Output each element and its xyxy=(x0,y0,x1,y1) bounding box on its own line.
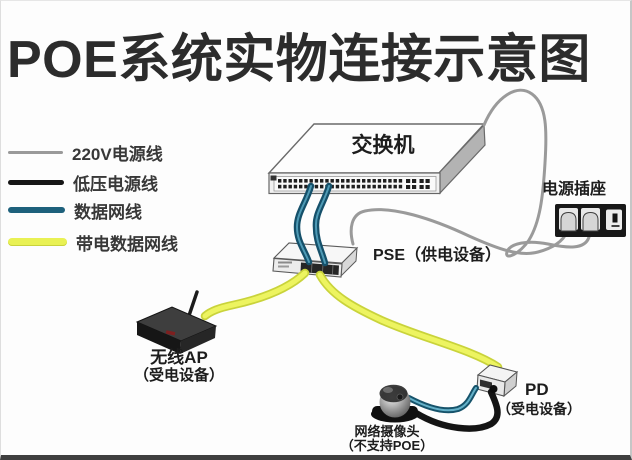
switch-device xyxy=(267,123,486,195)
pd-port xyxy=(480,379,492,389)
camera-lens-icon xyxy=(396,393,404,401)
plug-left xyxy=(560,211,577,232)
legend-label: 低压电源线 xyxy=(73,174,158,194)
ap-logo xyxy=(165,330,176,336)
pd-sublabel: （受电设备） xyxy=(497,401,581,417)
pse-device xyxy=(272,242,359,278)
wireless-ap-sublabel: （受电设备） xyxy=(133,367,224,384)
wireless-ap-device xyxy=(135,290,218,354)
power-socket xyxy=(555,204,626,237)
plug-right xyxy=(582,211,599,232)
pse-label: PSE（供电设备） xyxy=(373,247,502,264)
legend-item-powered-data-cable: 带电数据网线 xyxy=(8,231,178,254)
legend-item-data-cable: 数据网线 xyxy=(8,199,142,222)
cable-powered-data-pse-to-pd xyxy=(315,270,503,372)
switch-label: 交换机 xyxy=(351,134,415,157)
pd-device xyxy=(476,364,519,398)
legend-line-220v-power xyxy=(8,150,63,154)
cable-220v-switch-to-socket xyxy=(482,88,592,258)
page-title: POE系统实物连接示意图 xyxy=(7,31,591,89)
wireless-ap-label: 无线AP xyxy=(150,348,208,367)
power-socket-label: 电源插座 xyxy=(542,181,607,198)
pse-brand-text xyxy=(278,261,292,264)
camera-sublabel: （不支持POE） xyxy=(340,438,434,453)
pd-label: PD xyxy=(525,380,549,399)
camera-device xyxy=(371,384,419,423)
legend-label: 带电数据网线 xyxy=(76,234,178,254)
camera-dome xyxy=(379,384,408,403)
legend-label: 数据网线 xyxy=(74,202,142,222)
legend-line-data-cable xyxy=(8,207,65,213)
legend-line-powered-data-cable xyxy=(8,238,67,246)
legend-item-220v: 220V电源线 xyxy=(8,141,163,164)
legend-item-low-voltage: 低压电源线 xyxy=(8,171,158,194)
legend-label: 220V电源线 xyxy=(72,144,163,164)
camera-label: 网络摄像头 xyxy=(354,424,420,439)
pse-ports xyxy=(300,262,339,275)
cable-powered-data-pse-to-ap xyxy=(200,268,310,321)
legend-line-low-voltage-power xyxy=(8,179,64,185)
switch-logo xyxy=(270,175,277,181)
cable-data-pd-to-camera xyxy=(406,385,479,414)
cable-220v-pse-to-socket xyxy=(349,208,569,255)
cable-low-voltage-pd-to-camera xyxy=(412,388,501,432)
cable-data-switch-to-pse xyxy=(293,182,333,267)
